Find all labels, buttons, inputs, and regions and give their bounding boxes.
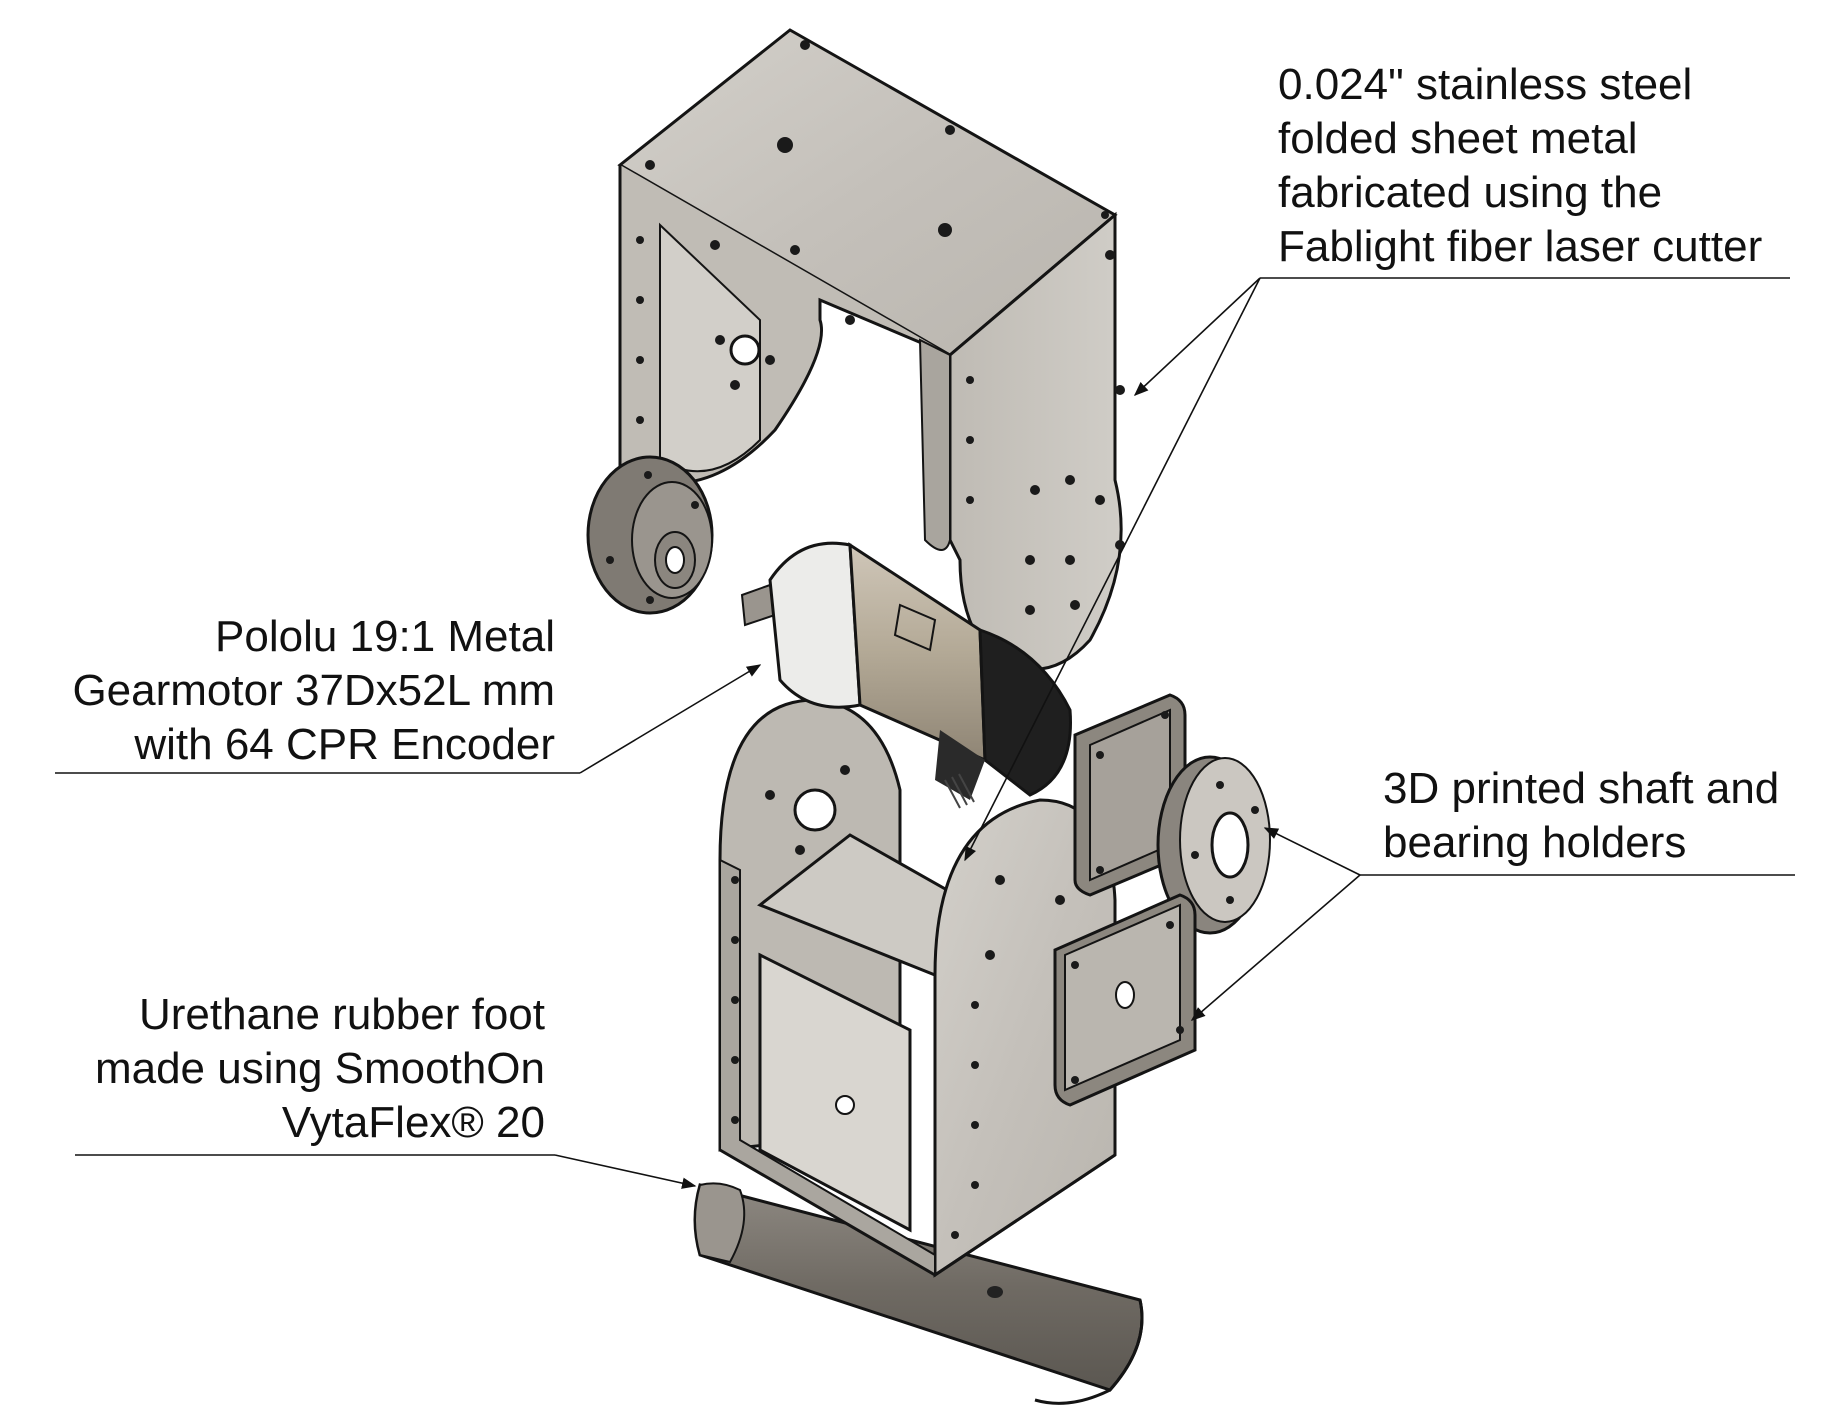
callout-rubber-foot: Urethane rubber foot made using SmoothOn… <box>40 988 545 1150</box>
motor-leader-arrow <box>579 664 762 774</box>
callout-gearmotor-line-1: Pololu 19:1 Metal <box>215 612 555 661</box>
gearmotor <box>740 541 1072 809</box>
lower-square-holder <box>1053 893 1197 1107</box>
callout-sheet-metal: 0.024" stainless steel folded sheet meta… <box>1278 58 1762 274</box>
upper-sheet-metal-frame <box>617 28 1125 671</box>
callout-rubber-foot-line-2: made using SmoothOn <box>94 1044 545 1093</box>
leader-lines <box>55 277 1795 1189</box>
callout-sheet-metal-line-4: Fablight fiber laser cutter <box>1278 222 1763 271</box>
callout-sheet-metal-line-3: fabricated using the <box>1278 168 1663 217</box>
callout-gearmotor: Pololu 19:1 Metal Gearmotor 37Dx52L mm w… <box>40 610 555 772</box>
steel-leader-arrow-2 <box>964 277 1261 862</box>
callout-bearing-holders-line-1: 3D printed shaft and <box>1383 764 1780 813</box>
ring-bearing-holder <box>1156 755 1271 935</box>
callout-bearing-holders: 3D printed shaft and bearing holders <box>1383 762 1779 870</box>
callout-rubber-foot-line-3: VytaFlex® 20 <box>281 1098 545 1147</box>
callout-gearmotor-line-2: Gearmotor 37Dx52L mm <box>72 666 555 715</box>
left-bearing-holder <box>586 455 714 615</box>
foot-leader-arrow <box>554 1154 697 1189</box>
callout-gearmotor-line-3: with 64 CPR Encoder <box>134 720 555 769</box>
callout-sheet-metal-line-2: folded sheet metal <box>1278 114 1638 163</box>
holders-leader-arrow-1 <box>1263 827 1361 876</box>
holders-leader-arrow-2 <box>1190 874 1361 1021</box>
callout-sheet-metal-line-1: 0.024" stainless steel <box>1278 60 1693 109</box>
lower-leg-frame <box>718 698 1117 1278</box>
urethane-foot <box>693 1182 1144 1405</box>
callout-rubber-foot-line-1: Urethane rubber foot <box>138 990 545 1039</box>
steel-leader-arrow-1 <box>1133 277 1261 396</box>
callout-bearing-holders-line-2: bearing holders <box>1383 818 1687 867</box>
